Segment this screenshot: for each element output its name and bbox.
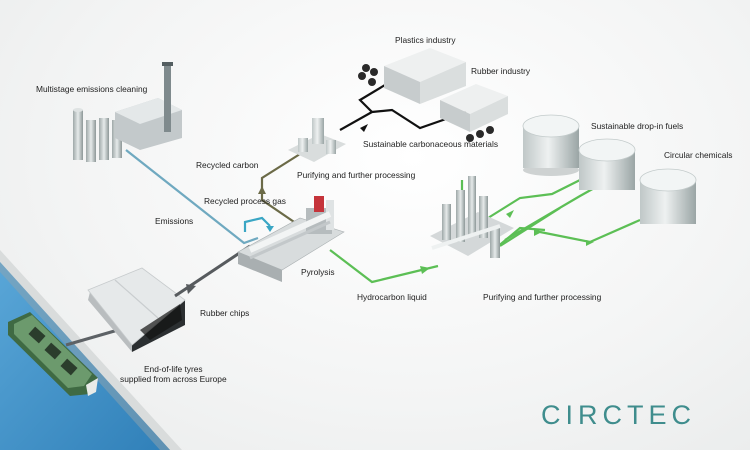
- emissions-cleaning-plant: [73, 62, 182, 162]
- emissions-flow: [125, 149, 259, 245]
- cargo-ship: [8, 312, 98, 396]
- refinery-unit: [430, 176, 514, 258]
- label-rubber-chips: Rubber chips: [200, 308, 250, 318]
- carbon-purifying-unit: [288, 118, 346, 162]
- carbon-flow: [258, 153, 301, 227]
- label-hydrocarbon-liquid: Hydrocarbon liquid: [357, 292, 427, 302]
- label-end-of-life-tyres: End-of-life tyres supplied from across E…: [120, 364, 227, 384]
- fuel-tank: [522, 114, 580, 176]
- label-rubber-industry: Rubber industry: [471, 66, 531, 76]
- chemicals-tank-1: [578, 138, 636, 190]
- label-sustainable-carbonaceous-materials: Sustainable carbonaceous materials: [363, 139, 499, 149]
- label-pyrolysis: Pyrolysis: [301, 267, 335, 277]
- rubber-chips-conveyor: [174, 244, 251, 298]
- chemicals-tank-2: [639, 168, 697, 224]
- label-purifying-processing-bottom: Purifying and further processing: [483, 292, 602, 302]
- circtec-logo: CIRCTEC: [541, 400, 696, 430]
- process-gas-flow: [243, 216, 274, 232]
- materials-flow: [339, 81, 467, 131]
- storage-shed: [87, 267, 186, 352]
- pyrolysis-plant: [237, 196, 345, 282]
- label-end-of-life-line2: supplied from across Europe: [120, 374, 227, 384]
- label-recycled-carbon: Recycled carbon: [196, 160, 259, 170]
- label-purifying-processing-top: Purifying and further processing: [297, 170, 416, 180]
- label-circular-chemicals: Circular chemicals: [664, 150, 733, 160]
- quay-edge: [0, 250, 182, 450]
- quay-shadow: [0, 262, 170, 450]
- label-emissions: Emissions: [155, 216, 194, 226]
- label-sustainable-drop-in-fuels: Sustainable drop-in fuels: [591, 121, 684, 131]
- label-multistage-emissions-cleaning: Multistage emissions cleaning: [36, 84, 148, 94]
- plastics-industry-building: [358, 48, 466, 104]
- label-plastics-industry: Plastics industry: [395, 35, 456, 45]
- rubber-industry-building: [440, 84, 508, 142]
- hydrocarbon-arrow: [420, 266, 430, 274]
- label-end-of-life-line1: End-of-life tyres: [143, 364, 203, 374]
- label-recycled-process-gas: Recycled process gas: [204, 196, 286, 206]
